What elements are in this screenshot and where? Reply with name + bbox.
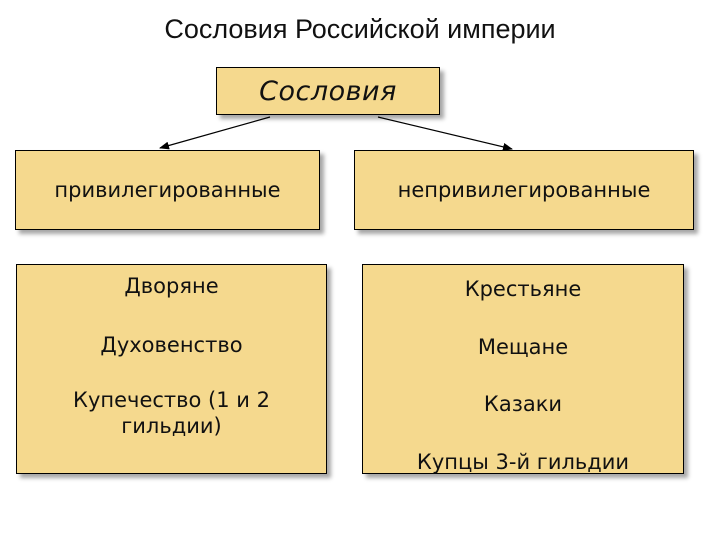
estate-clergy: Духовенство [100,333,243,357]
category-unprivileged: непривилегированные [354,150,694,230]
estate-merchants-guild-3: Купцы 3-й гильдии [416,450,630,474]
root-node: Сословия [216,67,440,115]
estate-nobility: Дворяне [124,274,219,298]
root-label: Сословия [259,75,397,107]
category-unprivileged-label: непривилегированные [397,178,651,202]
unprivileged-estates-list: Крестьяне Мещане Казаки Купцы 3-й гильди… [362,264,684,474]
category-privileged-label: привилегированные [54,178,281,202]
arrow-to-privileged [159,116,271,150]
estate-merchants-guild-1-2: Купечество (1 и 2 гильдии) [73,388,270,438]
slide-title: Сословия Российской империи [164,14,556,44]
privileged-estates-list: Дворяне Духовенство Купечество (1 и 2 ги… [16,264,327,474]
estate-cossacks: Казаки [483,392,563,416]
arrow-to-unprivileged [377,116,513,151]
estate-townsfolk: Мещане [477,335,569,359]
estate-peasants: Крестьяне [464,277,582,301]
category-privileged: привилегированные [15,150,320,230]
